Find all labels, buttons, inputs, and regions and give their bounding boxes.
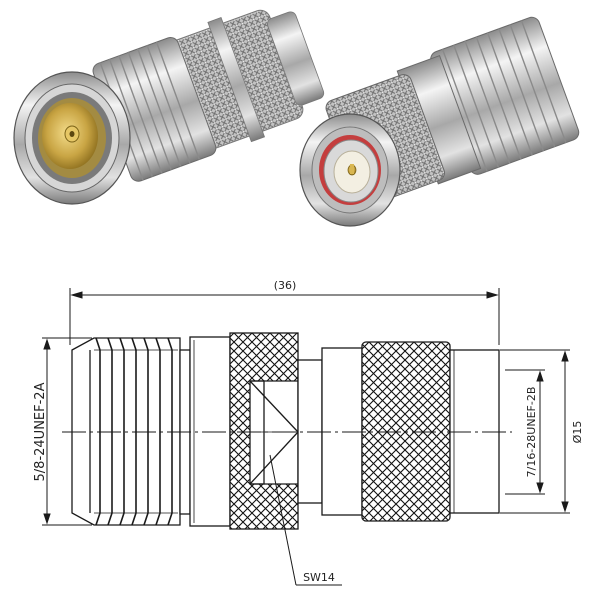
diameter-label: Ø15	[571, 421, 584, 444]
right-thread-label: 7/16-28UNEF-2B	[525, 387, 538, 478]
dimension-overall-length	[69, 288, 500, 345]
dimension-right-thread	[505, 369, 545, 495]
photo-n-female-view	[13, 9, 325, 205]
neck-section	[297, 347, 363, 516]
left-thread-label: 5/8-24UNEF-2A	[33, 382, 48, 481]
hex-knurled-section	[229, 332, 299, 530]
photo-tnc-male-view	[299, 16, 580, 227]
dimension-left-thread	[42, 337, 92, 526]
tnc-male-body	[449, 349, 500, 514]
technical-drawing	[42, 288, 570, 586]
wrench-size-leader	[269, 454, 342, 586]
tnc-coupling-nut	[361, 341, 451, 522]
body-block	[189, 336, 231, 527]
wrench-size-label: SW14	[303, 571, 335, 584]
dimension-diameter	[500, 349, 570, 514]
n-female-thread-section	[71, 337, 191, 526]
overall-length-label: (36)	[274, 279, 297, 292]
